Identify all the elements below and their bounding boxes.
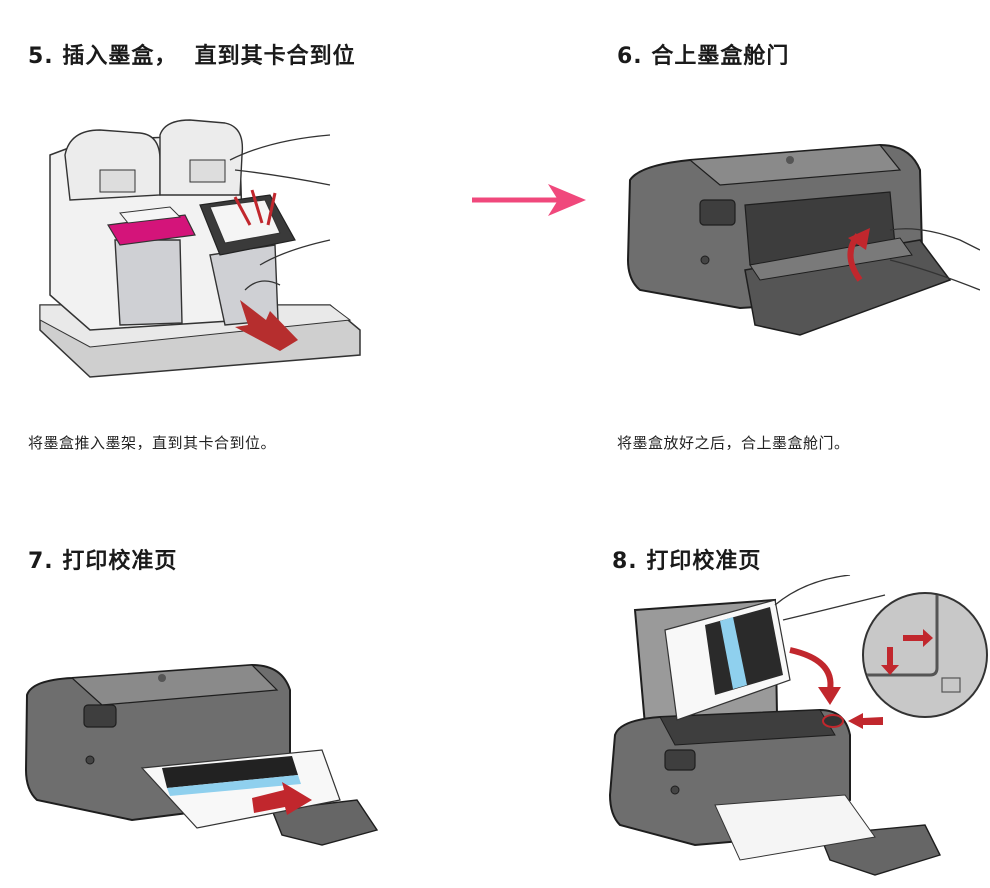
print-alignment-page-illustration [22, 650, 392, 860]
paper-tray [271, 799, 379, 846]
step-5-number: 5. [28, 44, 54, 69]
corner-alignment-inset [862, 592, 988, 718]
point-left-arrow-icon [848, 713, 883, 729]
step-8-title: 8. 打印校准页 [612, 543, 761, 575]
step-8-heading: 打印校准页 [646, 549, 762, 574]
scan-alignment-page-illustration [605, 575, 990, 880]
place-page-arrow-icon [789, 647, 834, 691]
step-5-caption: 将墨盒推入墨架，直到其卡合到位。 [28, 434, 277, 452]
down-arrow-icon [881, 647, 899, 675]
hp-logo-icon [158, 674, 166, 682]
step-5-title: 5. 插入墨盒， 直到其卡合到位 [28, 38, 356, 70]
tri-color-cartridge [114, 239, 183, 326]
scan-button-highlight [822, 714, 844, 728]
step-6-caption: 将墨盒放好之后，合上墨盒舱门。 [617, 434, 850, 452]
step-7-number: 7. [28, 549, 54, 574]
right-arrow-icon [468, 180, 588, 220]
step-5-heading: 插入墨盒， 直到其卡合到位 [62, 44, 356, 69]
step-6-number: 6. [617, 44, 643, 69]
push-arrow-icon [235, 300, 298, 351]
insert-cartridge-illustration [30, 115, 370, 385]
step-8-number: 8. [612, 549, 638, 574]
step-7-title: 7. 打印校准页 [28, 543, 177, 575]
hp-logo-icon [786, 156, 794, 164]
power-button-icon [670, 785, 680, 795]
step-6-title: 6. 合上墨盒舱门 [617, 38, 789, 70]
step-7-heading: 打印校准页 [62, 549, 178, 574]
power-button-icon [85, 755, 95, 765]
close-cartridge-door-illustration [620, 130, 980, 345]
power-button-icon [700, 255, 710, 265]
right-arrow-icon [903, 629, 933, 647]
page-out-arrow-icon [252, 782, 312, 815]
step-6-heading: 合上墨盒舱门 [651, 44, 790, 69]
